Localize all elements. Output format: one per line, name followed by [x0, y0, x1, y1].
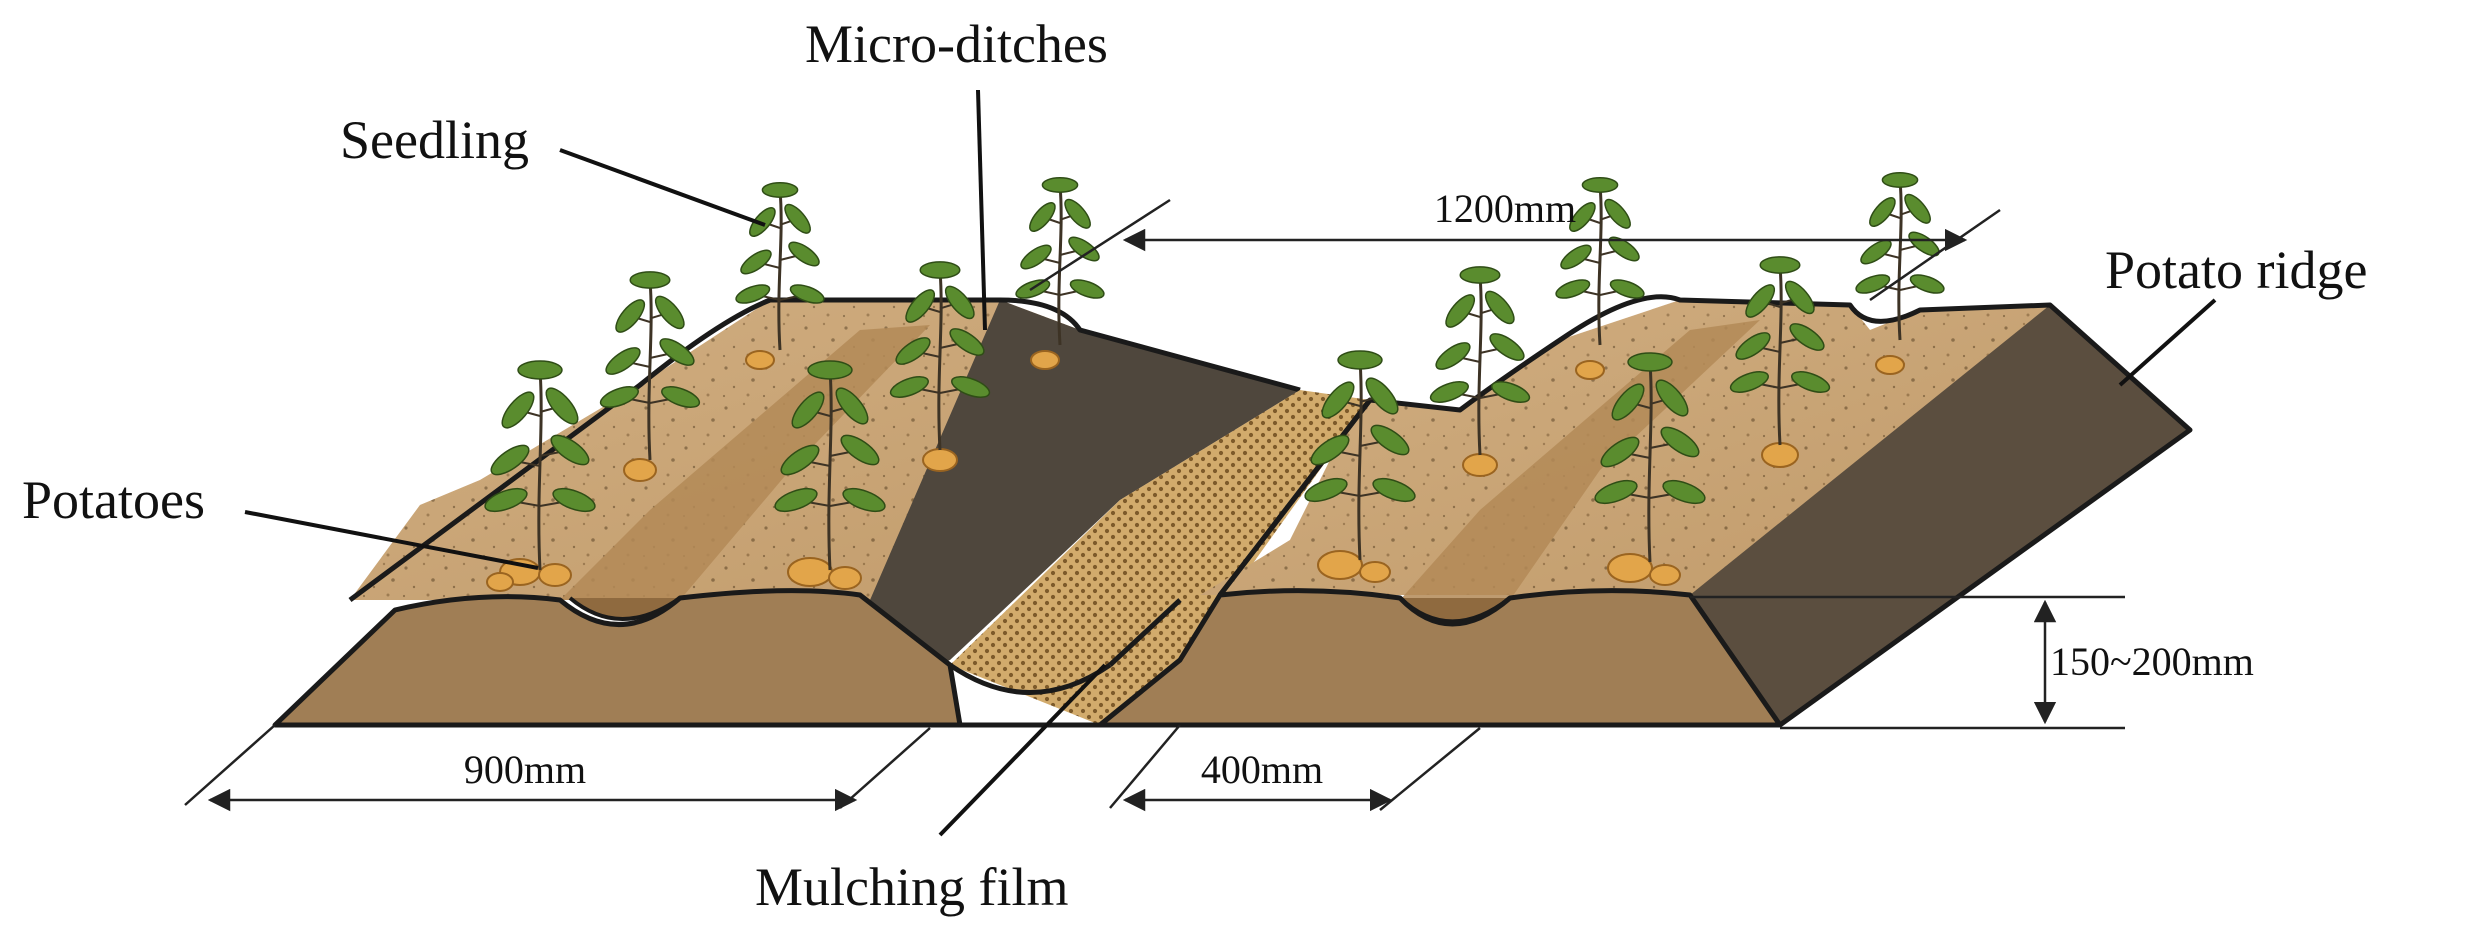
label-mulching-film: Mulching film — [755, 857, 1068, 917]
mulching-film-furrow — [948, 390, 1370, 725]
left-ridge — [272, 297, 1301, 728]
seedling-plant — [774, 360, 886, 571]
dimension-1200-label: 1200mm — [1434, 186, 1576, 231]
potato-tuber — [1875, 355, 1905, 375]
seedling-plant — [735, 182, 825, 351]
seedling-plant — [599, 271, 701, 461]
label-potato-ridge: Potato ridge — [2105, 240, 2367, 300]
dimension-height-label: 150~200mm — [2050, 639, 2254, 684]
label-potatoes: Potatoes — [22, 470, 205, 530]
potato-tuber — [745, 350, 775, 370]
seedling-plant — [1015, 177, 1105, 346]
potato-tuber — [1317, 550, 1363, 580]
potato-tuber — [1030, 350, 1060, 370]
callouts: Micro-ditches Seedling Potatoes Potato r… — [22, 14, 2367, 917]
potato-tuber — [1649, 564, 1681, 586]
potato-tuber — [922, 448, 958, 472]
right-ridge-front-face — [1097, 588, 1783, 728]
potato-tuber — [787, 557, 833, 587]
potato-tuber — [1462, 453, 1498, 477]
potato-tuber — [1761, 442, 1799, 468]
seedling-plant — [1304, 350, 1416, 561]
dimension-400-label: 400mm — [1201, 747, 1323, 792]
potato-tuber — [623, 458, 657, 482]
right-ridge-shadow-slope — [1690, 305, 2190, 725]
potato-tuber — [828, 566, 862, 590]
seedling-plant — [1729, 256, 1831, 446]
potato-tuber — [1359, 561, 1391, 583]
potato-tuber — [486, 572, 514, 592]
label-seedling: Seedling — [340, 110, 529, 170]
potato-tuber — [538, 563, 572, 587]
seedlings — [484, 172, 1945, 571]
potato-tubers — [486, 350, 1905, 592]
potato-tuber — [1607, 553, 1653, 583]
seedling-plant — [1555, 177, 1645, 346]
seedling-plant — [484, 360, 596, 571]
dimension-900-label: 900mm — [464, 747, 586, 792]
dimension-annotations: 1200mm 900mm 400mm 150~200mm — [184, 186, 2254, 812]
potato-tuber — [1575, 360, 1605, 380]
label-micro-ditches: Micro-ditches — [805, 14, 1108, 74]
seedling-plant — [1429, 266, 1531, 456]
left-ridge-front-face — [272, 588, 963, 728]
seedling-plant — [1594, 352, 1706, 563]
seedling-plant — [889, 261, 991, 451]
